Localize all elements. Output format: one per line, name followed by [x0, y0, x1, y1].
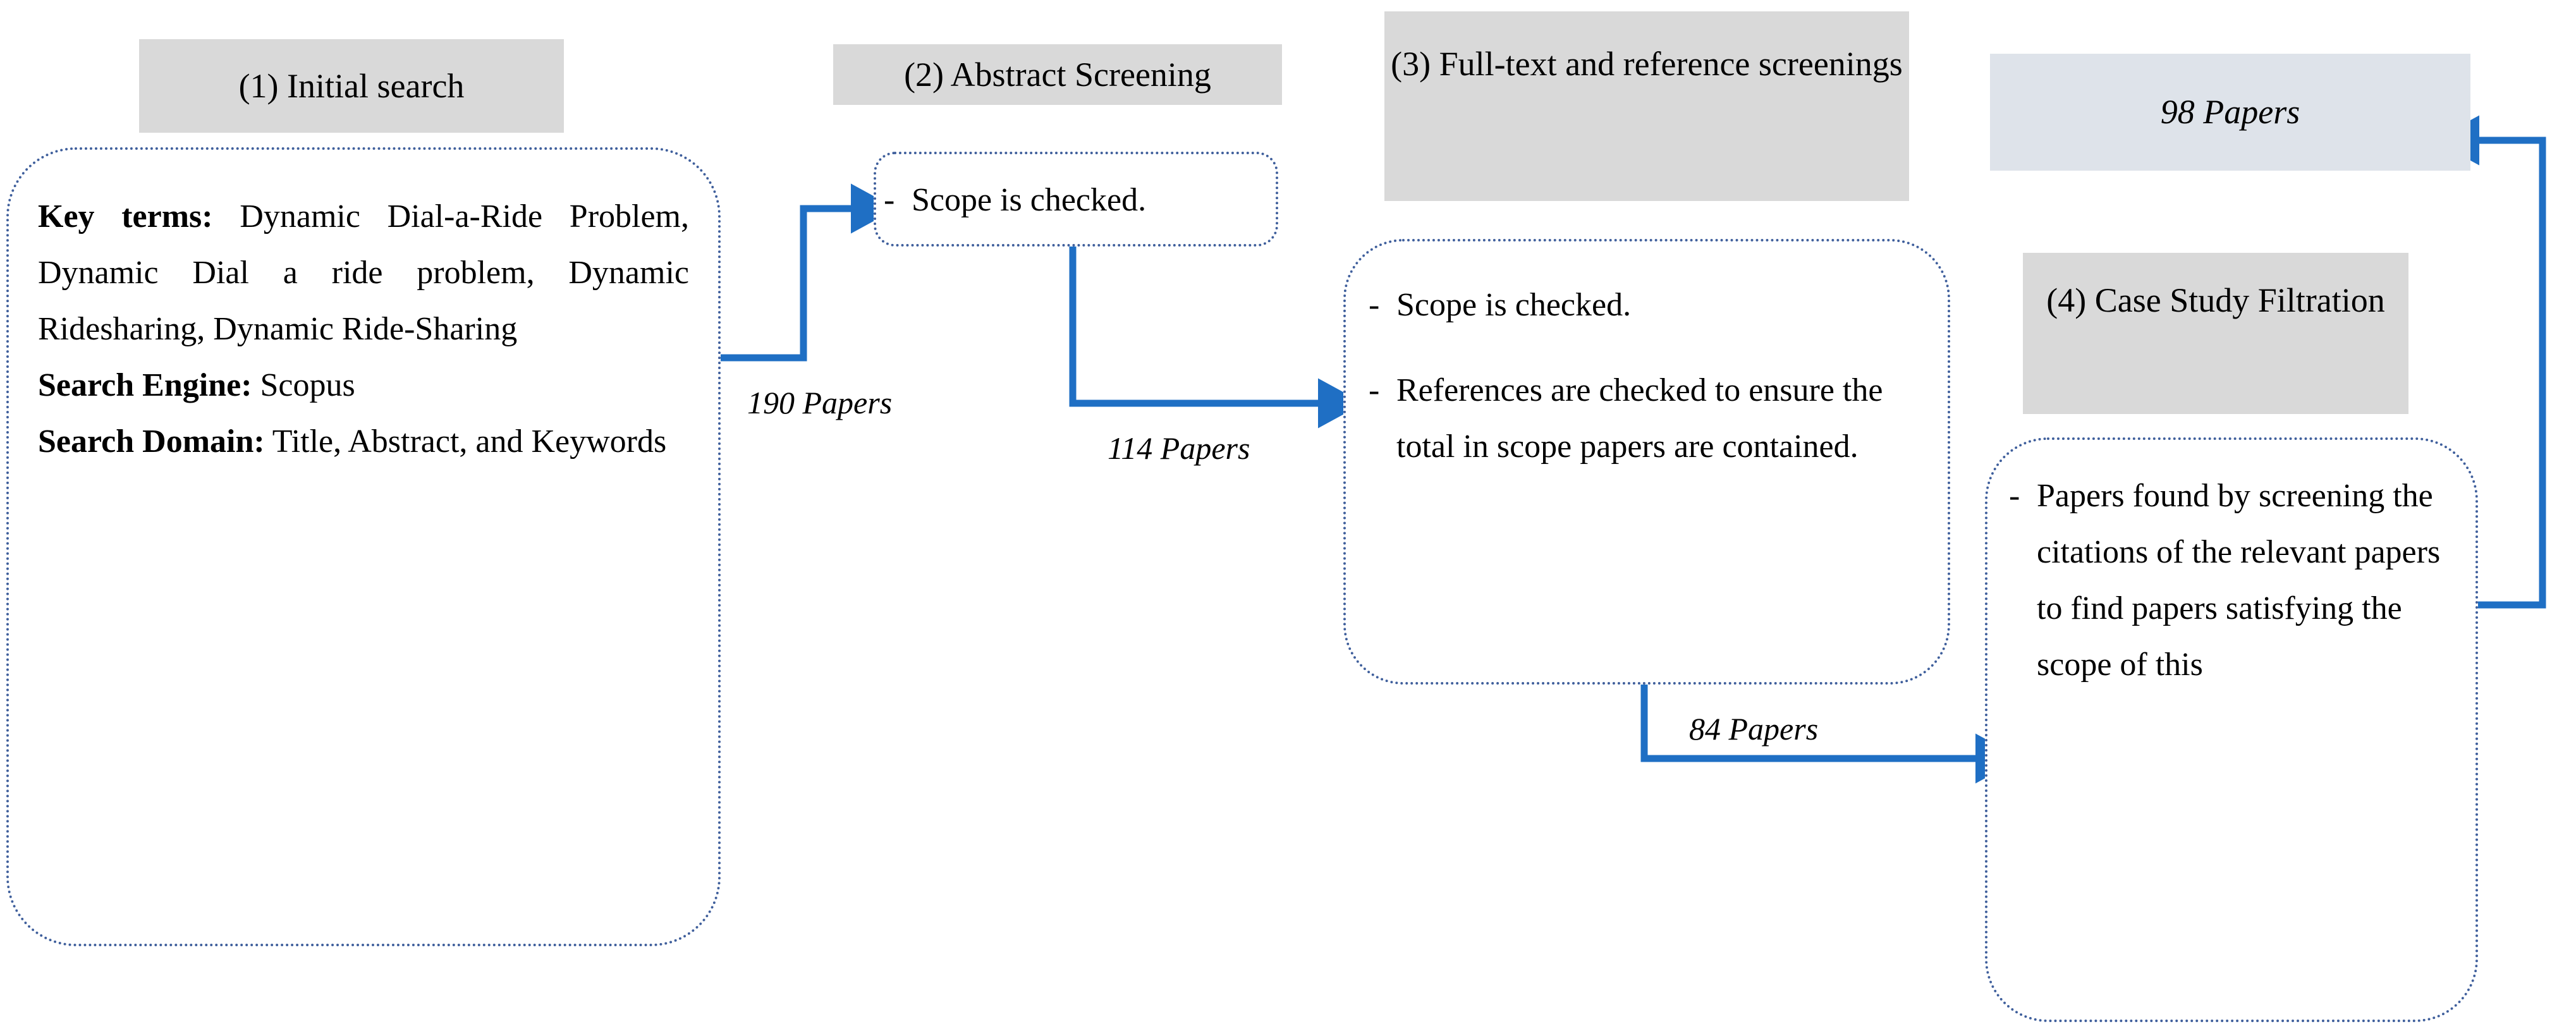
edge-step1-to-step2: [719, 183, 897, 362]
step1-engine-label: Search Engine:: [38, 367, 252, 403]
step4-result-label: 98 Papers: [2160, 93, 2300, 131]
step1-header-banner: (1) Initial search: [139, 39, 564, 133]
step4-bullet-1-text: Papers found by screening the citations …: [2037, 478, 2441, 683]
bullet-dash-icon: -: [884, 182, 895, 218]
step4-bullet-1: - Papers found by screening the citation…: [2009, 468, 2451, 693]
step4-header-banner: (4) Case Study Filtration: [2023, 253, 2408, 414]
step2-header-label: (2) Abstract Screening: [904, 55, 1211, 94]
step1-domain-value: Title, Abstract, and Keywords: [264, 424, 667, 460]
step4-result-banner: 98 Papers: [1990, 54, 2470, 171]
step1-keyterms-value: Dynamic Dial-a-Ride Problem, Dynamic Dia…: [38, 198, 689, 347]
step1-content-box: [6, 147, 721, 946]
bullet-dash-icon: -: [2009, 478, 2020, 514]
bullet-dash-icon: -: [1369, 372, 1380, 408]
step2-header-banner: (2) Abstract Screening: [833, 44, 1282, 105]
edge-step2-to-step3: [1069, 246, 1364, 429]
step1-engine-value: Scopus: [252, 367, 355, 403]
edge-label-190-papers: 190 Papers: [747, 385, 893, 420]
step3-header-banner: (3) Full-text and reference screenings: [1384, 11, 1909, 201]
step3-bullet-1: - Scope is checked.: [1369, 277, 1925, 333]
edge-step4-to-result: [2433, 115, 2546, 609]
step2-body: - Scope is checked.: [884, 172, 1269, 228]
step4-body: - Papers found by screening the citation…: [2009, 468, 2451, 693]
step1-line-keyterms: Key terms: Dynamic Dial-a-Ride Problem, …: [38, 188, 689, 357]
step3-body: - Scope is checked. - References are che…: [1369, 277, 1925, 475]
step1-body: Key terms: Dynamic Dial-a-Ride Problem, …: [38, 188, 689, 470]
step1-header-label: (1) Initial search: [238, 66, 465, 105]
step2-content-box: [874, 152, 1278, 247]
step3-bullet-2: - References are checked to ensure the t…: [1369, 362, 1925, 475]
step3-content-box: [1343, 239, 1950, 685]
step4-header-label: (4) Case Study Filtration: [2046, 281, 2385, 319]
step2-bullet-1-text: Scope is checked.: [912, 182, 1147, 218]
step4-content-box: [1985, 437, 2478, 1022]
step1-line-domain: Search Domain: Title, Abstract, and Keyw…: [38, 413, 689, 470]
bullet-dash-icon: -: [1369, 287, 1380, 323]
step1-line-engine: Search Engine: Scopus: [38, 357, 689, 413]
step1-keyterms-label: Key terms:: [38, 198, 213, 235]
step3-header-label: (3) Full-text and reference screenings: [1391, 45, 1903, 83]
edge-label-84-papers: 84 Papers: [1689, 711, 1819, 747]
step3-bullet-2-text: References are checked to ensure the tot…: [1396, 372, 1883, 465]
edge-label-114-papers: 114 Papers: [1108, 430, 1250, 466]
step3-bullet-1-text: Scope is checked.: [1396, 287, 1632, 323]
step2-bullet-1: - Scope is checked.: [884, 172, 1269, 228]
step1-domain-label: Search Domain:: [38, 424, 265, 460]
